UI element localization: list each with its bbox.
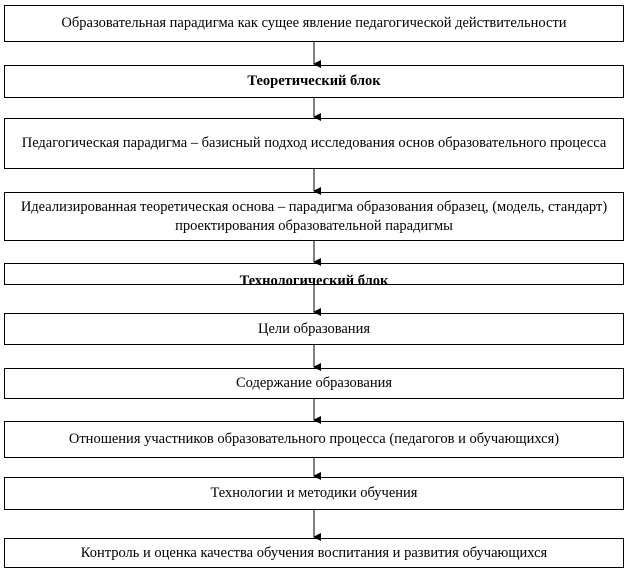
box-technologies-label: Технологии и методики обучения <box>210 485 418 502</box>
box-pedagogical-paradigm: Педагогическая парадигма – базисный подх… <box>4 118 624 169</box>
box-technological-block-label: Технологический блок <box>239 272 389 285</box>
box-content-label: Содержание образования <box>235 375 393 392</box>
box-idealized-basis: Идеализированная теоретическая основа – … <box>4 192 624 241</box>
box-theoretical-block: Теоретический блок <box>4 65 624 98</box>
box-idealized-basis-label: Идеализированная теоретическая основа – … <box>20 199 608 234</box>
box-educational-paradigm: Образовательная парадигма как сущее явле… <box>4 5 624 42</box>
box-theoretical-block-label: Теоретический блок <box>247 73 381 90</box>
box-goals-label: Цели образования <box>257 320 370 337</box>
box-pedagogical-paradigm-label: Педагогическая парадигма – базисный подх… <box>21 135 607 152</box>
box-control-label: Контроль и оценка качества обучения восп… <box>80 544 548 561</box>
box-technologies: Технологии и методики обучения <box>4 477 624 510</box>
box-educational-paradigm-label: Образовательная парадигма как сущее явле… <box>61 15 567 32</box>
box-relations-label: Отношения участников образовательного пр… <box>68 431 560 448</box>
box-goals: Цели образования <box>4 313 624 345</box>
box-relations: Отношения участников образовательного пр… <box>4 421 624 458</box>
box-content: Содержание образования <box>4 368 624 399</box>
